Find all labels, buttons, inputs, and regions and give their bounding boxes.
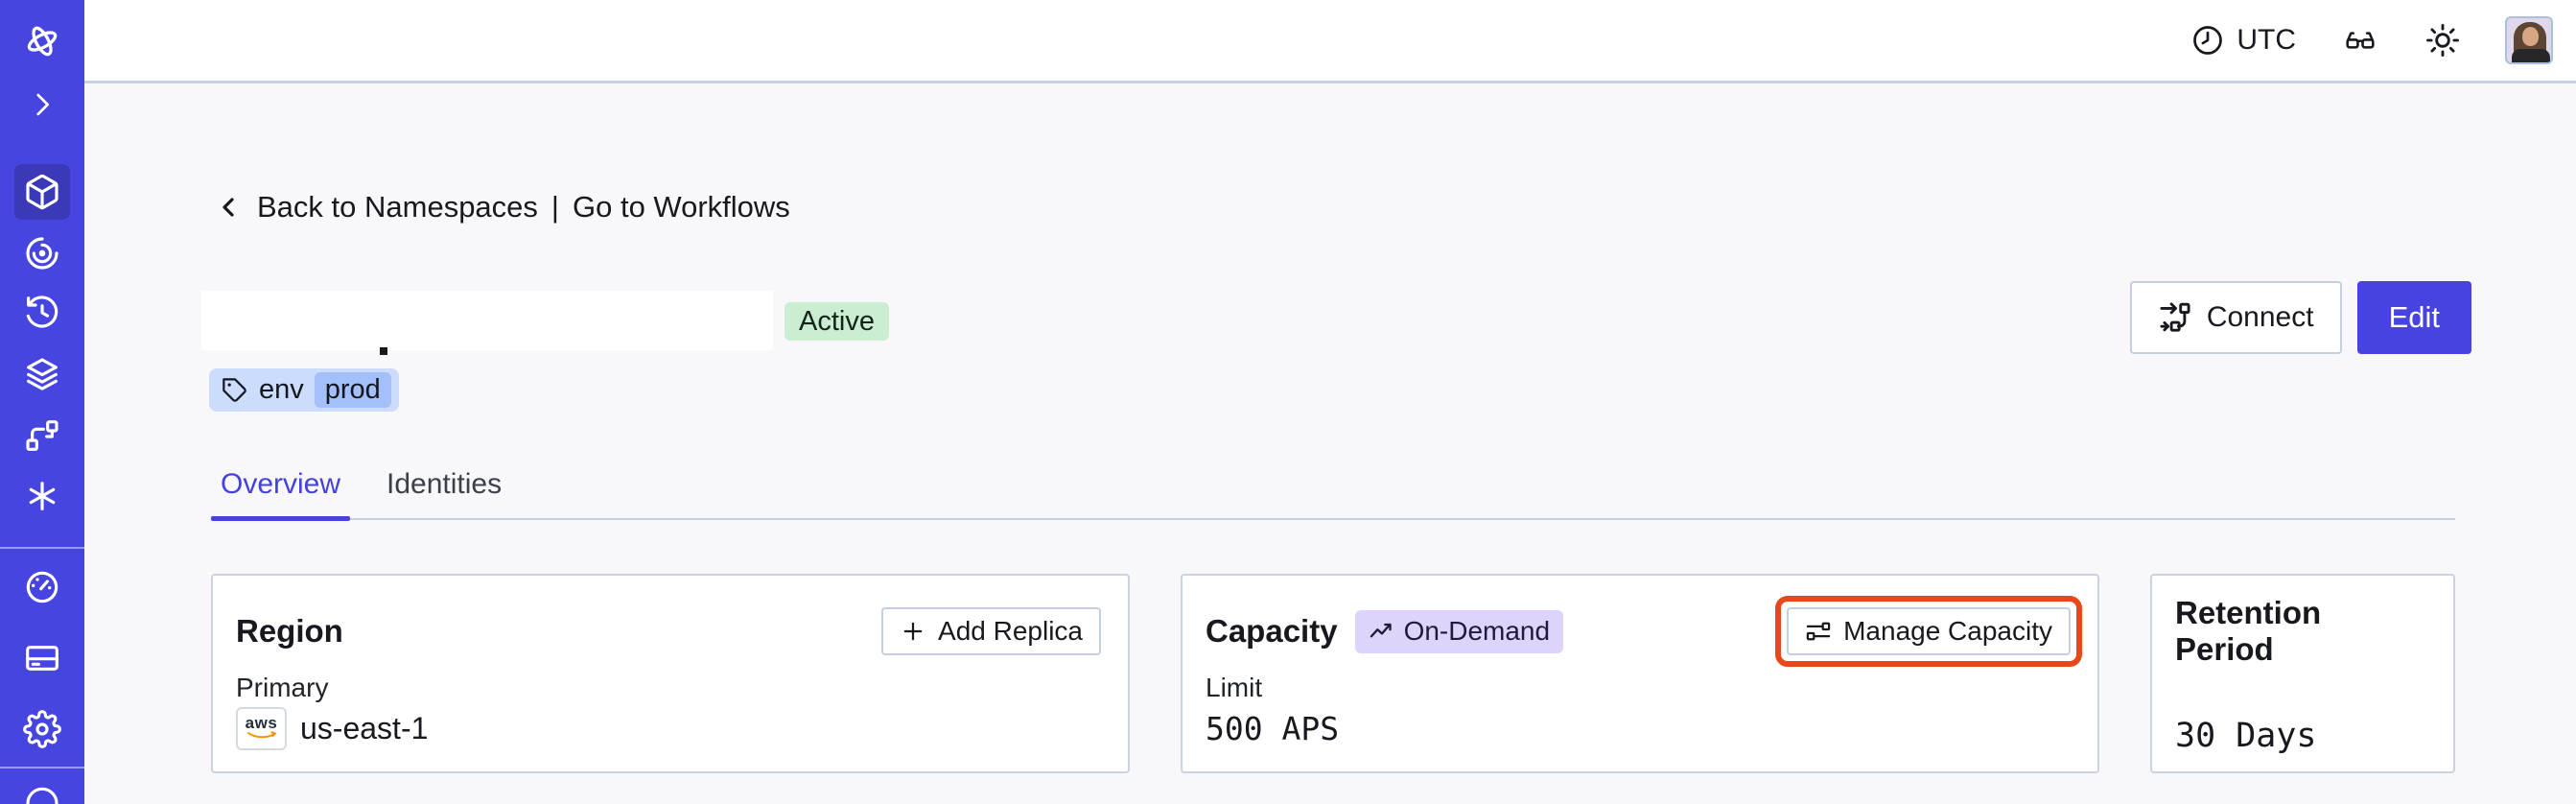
edit-button-label: Edit: [2388, 300, 2440, 334]
tab-overview[interactable]: Overview: [211, 468, 351, 521]
globe-partial-icon: [26, 787, 59, 804]
sidebar-item-asterisk[interactable]: [23, 477, 61, 515]
capacity-limit-value: 500 APS: [1206, 710, 1340, 747]
tab-identities[interactable]: Identities: [386, 468, 503, 500]
back-to-namespaces-link[interactable]: Back to Namespaces: [257, 190, 538, 224]
namespaces-cube-icon: [26, 174, 59, 210]
connect-flow-icon: [2160, 302, 2190, 332]
status-badge-label: Active: [799, 305, 875, 337]
header-actions: Connect Edit: [2129, 281, 2471, 354]
breadcrumb: Back to Namespaces | Go to Workflows: [213, 190, 790, 225]
sidebar-item-settings[interactable]: [23, 710, 61, 748]
manage-capacity-button[interactable]: Manage Capacity: [1787, 607, 2071, 655]
labs-toggle[interactable]: [2340, 24, 2380, 57]
sidebar-item-logo[interactable]: [22, 21, 62, 61]
retention-card: Retention Period 30 Days: [2150, 574, 2455, 773]
avatar-body: [2512, 49, 2550, 62]
namespace-title-redacted: [201, 291, 773, 355]
redaction-artifact-dot: [380, 347, 387, 355]
tag-icon: [222, 377, 246, 402]
add-replica-label: Add Replica: [938, 616, 1083, 646]
on-demand-label: On-Demand: [1403, 616, 1551, 646]
on-demand-badge: On-Demand: [1354, 609, 1564, 653]
retention-card-title: Retention Period: [2175, 595, 2322, 667]
aws-provider-badge: aws: [236, 707, 287, 750]
breadcrumb-separator: |: [550, 190, 559, 224]
sidebar-item-layers[interactable]: [23, 354, 61, 392]
tag-value: prod: [314, 372, 391, 408]
connect-button-label: Connect: [2206, 301, 2314, 333]
sun-icon: [2426, 24, 2459, 57]
primary-label: Primary: [236, 673, 329, 702]
glasses-icon: [2346, 32, 2375, 49]
sidebar-expand-toggle[interactable]: [26, 88, 59, 121]
history-clock-icon: [26, 296, 59, 328]
aws-logo-text: aws: [245, 714, 278, 732]
chevron-left-icon: [222, 198, 234, 217]
edit-button[interactable]: Edit: [2356, 281, 2471, 354]
sidebar: [0, 0, 84, 804]
sidebar-divider: [0, 767, 84, 769]
user-avatar[interactable]: [2505, 16, 2553, 64]
temporal-logo-icon: [27, 26, 58, 57]
highlight-box: Manage Capacity: [1775, 596, 2082, 667]
overview-cards: Region Add Replica Primary aws us: [211, 574, 2455, 773]
avatar-face: [2522, 27, 2539, 46]
gear-icon: [23, 710, 61, 748]
sidebar-item-namespaces[interactable]: [14, 164, 70, 220]
clock-icon: [2193, 26, 2223, 55]
region-card: Region Add Replica Primary aws us: [211, 574, 1130, 773]
timezone-selector[interactable]: UTC: [2190, 23, 2296, 58]
retention-value: 30 Days: [2175, 717, 2317, 755]
nexus-spiral-icon: [26, 237, 59, 270]
aws-smile-icon: [246, 731, 277, 739]
status-badge: Active: [785, 302, 889, 341]
theme-toggle[interactable]: [2424, 22, 2461, 59]
layers-icon: [27, 358, 58, 390]
capacity-card: Capacity On-Demand: [1181, 574, 2099, 773]
chevron-right-icon: [36, 93, 50, 116]
sidebar-item-support[interactable]: [23, 781, 61, 804]
go-to-workflows-link[interactable]: Go to Workflows: [572, 190, 790, 224]
gauge-icon: [26, 571, 59, 603]
asterisk-icon: [29, 482, 56, 510]
sliders-icon: [1806, 622, 1831, 641]
sidebar-item-usage[interactable]: [23, 568, 61, 606]
sidebar-item-billing[interactable]: [23, 639, 61, 677]
region-value: us-east-1: [300, 711, 429, 745]
limit-label: Limit: [1206, 673, 1263, 702]
trending-up-icon: [1370, 623, 1392, 638]
sidebar-divider: [0, 547, 84, 549]
branch-icon: [26, 420, 59, 451]
sidebar-item-schedules[interactable]: [23, 294, 61, 332]
topbar: UTC: [84, 0, 2576, 83]
tag-key: env: [259, 374, 304, 405]
manage-capacity-label: Manage Capacity: [1843, 616, 2052, 646]
timezone-label: UTC: [2236, 24, 2296, 56]
connect-button[interactable]: Connect: [2129, 281, 2342, 354]
namespace-tag-chip: env prod: [209, 368, 399, 412]
region-card-title: Region: [236, 613, 343, 649]
plus-icon: [903, 622, 923, 641]
capacity-card-title: Capacity: [1206, 613, 1338, 649]
sidebar-item-nexus[interactable]: [23, 234, 61, 272]
add-replica-button[interactable]: Add Replica: [881, 607, 1101, 655]
credit-card-icon: [26, 646, 59, 671]
sidebar-item-deployments[interactable]: [23, 416, 61, 455]
tab-bar: Overview Identities: [211, 468, 2455, 521]
